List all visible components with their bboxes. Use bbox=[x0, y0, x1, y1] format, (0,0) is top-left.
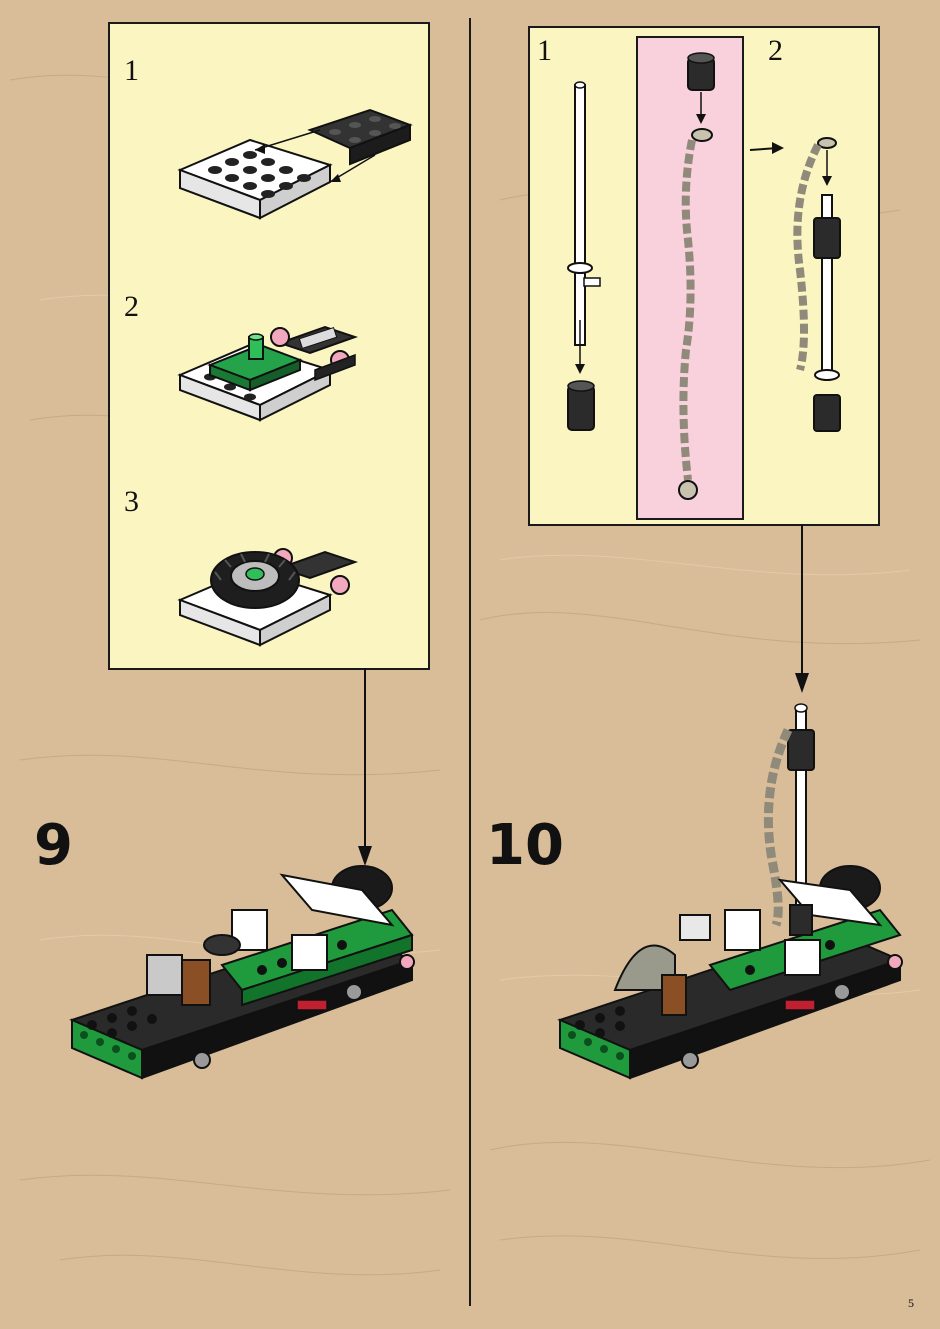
plate-with-green-tile-icon bbox=[177, 325, 359, 422]
column-divider bbox=[469, 18, 471, 1306]
plate-with-wheel-icon bbox=[177, 548, 359, 647]
step9-substep-2-number: 2 bbox=[124, 290, 139, 323]
chain-assembly-icon bbox=[678, 52, 841, 500]
step10-substep-1-number: 1 bbox=[537, 34, 552, 67]
step10-callout-arrow bbox=[795, 525, 809, 693]
step9-substep-1-number: 1 bbox=[124, 54, 139, 87]
page-number: 5 bbox=[908, 1296, 914, 1310]
plate-with-hinge-icon bbox=[177, 108, 413, 220]
substep-2-highlight bbox=[636, 36, 744, 520]
green-vehicle-with-pole-icon bbox=[557, 703, 903, 1080]
green-vehicle-model-icon bbox=[69, 865, 415, 1080]
white-bar-with-cylinder-icon bbox=[567, 81, 601, 431]
step10-number: 10 bbox=[486, 813, 564, 878]
step9-substep-3-number: 3 bbox=[124, 485, 139, 518]
step10-substep-2-number: 2 bbox=[768, 34, 783, 67]
step9-callout-arrow bbox=[358, 668, 372, 866]
step9-number: 9 bbox=[34, 813, 73, 878]
